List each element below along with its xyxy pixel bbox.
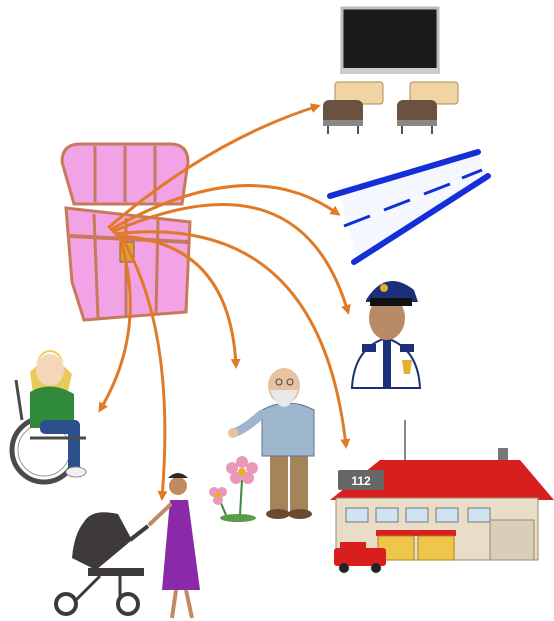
- classroom-icon: [323, 8, 458, 134]
- fire-station-icon: 112: [330, 420, 554, 573]
- police-officer-icon: [352, 281, 420, 388]
- elderly-man-icon: [209, 368, 314, 522]
- road-icon: [330, 152, 488, 262]
- woman-with-stroller-icon: [56, 473, 200, 618]
- wheelchair-user-icon: [12, 350, 86, 482]
- fire-station-sign: 112: [351, 474, 371, 488]
